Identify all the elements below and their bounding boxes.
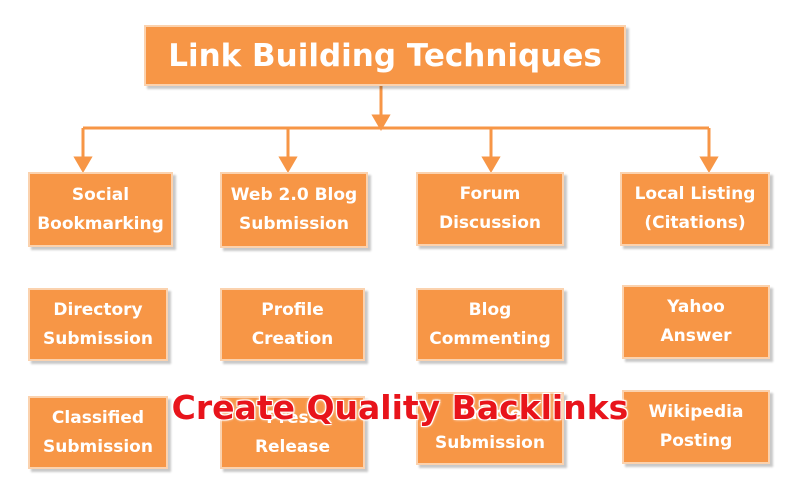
diagram-title-box: Link Building Techniques [144, 25, 626, 86]
node-label-line: Blog [468, 299, 512, 320]
node-wikipedia-posting: Wikipedia Posting [622, 390, 770, 464]
node-label-line: Creation [251, 328, 334, 349]
connector-arrowhead-1 [73, 156, 93, 173]
node-label-line: Wikipedia [648, 402, 744, 422]
overlay-caption: Create Quality Backlinks [171, 388, 629, 427]
node-label-line: Release [254, 436, 331, 457]
node-label-line: Yahoo [667, 297, 725, 317]
node-label-line: Classified [51, 407, 145, 428]
node-label-line: Press [266, 407, 319, 428]
connector-arrowhead-2 [278, 156, 298, 173]
node-label-line: Web 2.0 Blog [230, 185, 358, 205]
node-label-line: Submission [43, 436, 153, 457]
node-label-line: Article [458, 403, 522, 424]
node-directory-submission: Directory Submission [28, 288, 168, 361]
node-label-line: Submission [43, 328, 153, 349]
node-yahoo-answer: Yahoo Answer [622, 285, 770, 359]
connector-trunk-arrowhead [371, 114, 391, 131]
node-label-line: Bookmarking [37, 213, 164, 234]
node-label-line: Submission [239, 214, 349, 234]
node-label-line: Directory [53, 299, 143, 320]
node-label-line: Local Listing [634, 184, 756, 204]
node-label-line: Forum [459, 184, 521, 204]
node-label-line: Profile [261, 299, 324, 320]
node-label-line: Answer [660, 326, 732, 346]
node-forum-discussion: Forum Discussion [416, 172, 564, 246]
node-social-bookmarking: Social Bookmarking [28, 172, 173, 247]
node-article-submission: Article Submission [416, 392, 564, 465]
node-label-line: Social [71, 184, 130, 205]
node-web20-blog-submission: Web 2.0 Blog Submission [220, 172, 368, 248]
node-label-line: (Citations) [644, 213, 746, 233]
node-blog-commenting: Blog Commenting [416, 288, 564, 361]
connector-arrowhead-3 [481, 156, 501, 173]
node-classified-submission: Classified Submission [28, 396, 168, 469]
node-label-line: Discussion [438, 213, 542, 233]
node-press-release: Press Release [220, 396, 365, 469]
node-label-line: Posting [659, 431, 733, 451]
node-label-line: Submission [435, 432, 545, 453]
node-profile-creation: Profile Creation [220, 288, 365, 361]
connector-arrowhead-4 [699, 156, 719, 173]
node-local-listing-citations: Local Listing (Citations) [620, 172, 770, 246]
node-label-line: Commenting [429, 328, 551, 349]
diagram-title: Link Building Techniques [168, 37, 602, 74]
